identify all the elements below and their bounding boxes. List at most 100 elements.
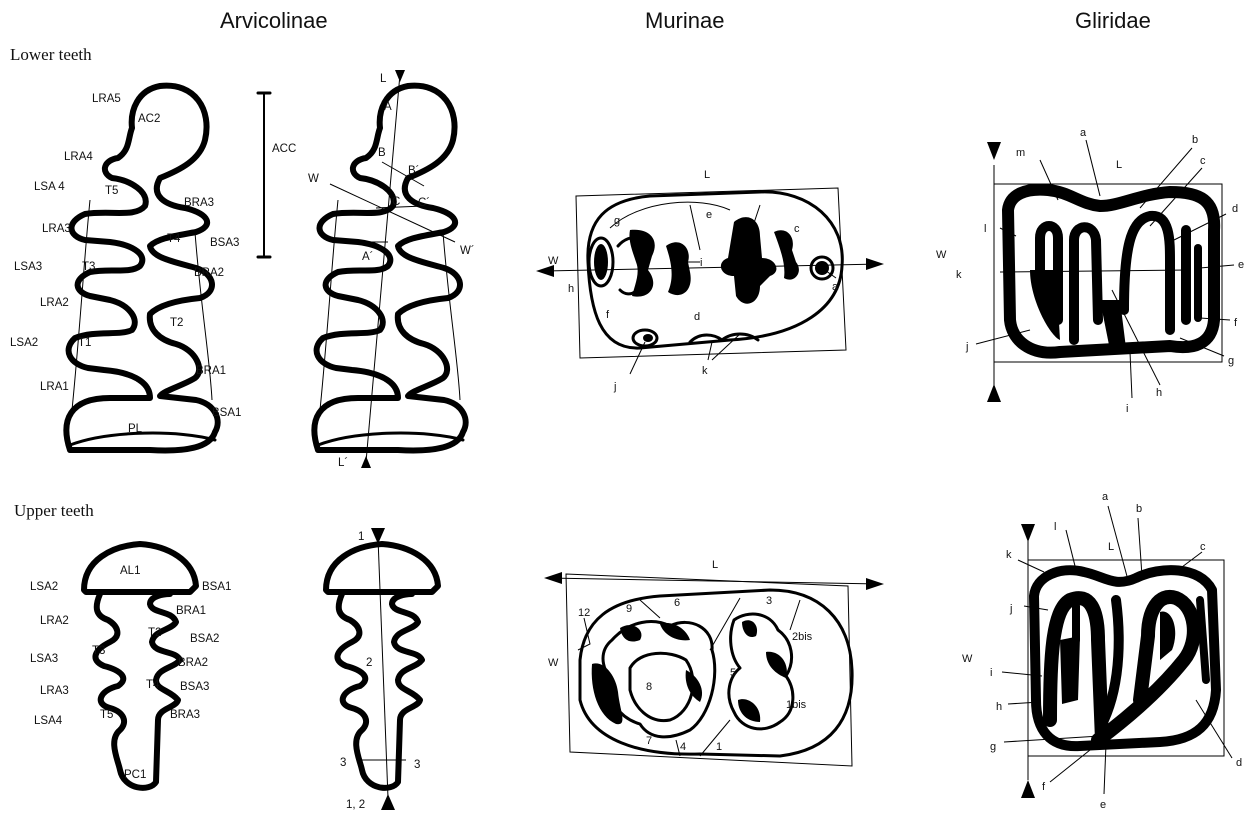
label-LRA5: LRA5	[92, 93, 121, 105]
label-12: 12	[578, 607, 590, 619]
label-BSA2: BSA2	[190, 633, 219, 645]
label-BRA2: BRA2	[194, 267, 224, 279]
label-BSA1: BSA1	[212, 407, 241, 419]
arvicolinae-lower-molar-labeled: LRA5 AC2 LRA4 LSA 4 T5 BRA3 LRA3 T4 BSA3…	[10, 86, 296, 451]
label-C-prime: C´	[418, 197, 430, 209]
label-k: k	[1006, 549, 1012, 561]
label-f: f	[606, 309, 610, 321]
label-W: W	[936, 249, 947, 261]
label-6: 6	[674, 597, 680, 609]
label-i: i	[1126, 403, 1128, 415]
label-1: 1	[358, 531, 364, 543]
header-arvicolinae: Arvicolinae	[220, 8, 328, 33]
arvicolinae-upper-molar-labeled: AL1 LSA2 BSA1 BRA1 LRA2 T2 BSA2 LSA3 T3 …	[30, 544, 231, 788]
row-title-upper-teeth: Upper teeth	[14, 501, 94, 520]
label-c: c	[794, 223, 800, 235]
label-T4: T4	[146, 679, 160, 691]
label-5: 5	[730, 667, 736, 679]
label-g: g	[614, 215, 620, 227]
arvicolinae-upper-molar-measured: 1 2 3 3 1, 2	[326, 528, 438, 811]
label-LSA3: LSA3	[30, 653, 58, 665]
label-BSA1: BSA1	[202, 581, 231, 593]
label-2bis: 2bis	[792, 631, 813, 643]
label-j: j	[1009, 603, 1012, 615]
label-C: C	[392, 196, 400, 208]
length-axis	[548, 578, 880, 584]
label-2: 2	[366, 657, 372, 669]
header-murinae: Murinae	[645, 8, 724, 33]
label-LRA1: LRA1	[40, 381, 69, 393]
enamel-loop-g	[629, 230, 654, 297]
label-d: d	[694, 311, 700, 323]
murinae-lower-molar: L W a c d e f g h i j k	[536, 169, 884, 393]
label-W: W	[308, 173, 319, 185]
label-LSA4: LSA4	[34, 715, 63, 727]
label-a: a	[1080, 127, 1087, 139]
label-AC2: AC2	[138, 113, 160, 125]
label-L: L	[1116, 159, 1122, 171]
label-BRA3: BRA3	[170, 709, 200, 721]
label-h: h	[568, 283, 574, 295]
label-4: 4	[680, 741, 686, 753]
label-L: L	[712, 559, 718, 571]
label-e: e	[706, 209, 712, 221]
label-9: 9	[626, 603, 632, 615]
label-LRA2: LRA2	[40, 297, 69, 309]
label-c: c	[1200, 541, 1206, 553]
label-T2: T2	[170, 317, 183, 329]
label-L: L	[704, 169, 710, 181]
label-3-left: 3	[340, 757, 346, 769]
label-k: k	[956, 269, 962, 281]
tooth-outline	[588, 192, 842, 348]
label-LRA3: LRA3	[40, 685, 69, 697]
murinae-upper-molar: L W 1 1bis 2bis 3 4 5 6 7 8 9 12	[544, 559, 884, 766]
label-i: i	[700, 257, 702, 269]
label-BRA1: BRA1	[196, 365, 226, 377]
label-l: l	[984, 223, 986, 235]
label-BSA3: BSA3	[180, 681, 209, 693]
label-m: m	[1016, 147, 1025, 159]
enamel-loop-c	[721, 217, 777, 304]
label-3-right: 3	[414, 759, 420, 771]
label-B: B	[378, 147, 386, 159]
label-LRA3: LRA3	[42, 223, 71, 235]
gliridae-upper-molar: a b c d e f g h i j k l L W	[962, 491, 1242, 811]
label-b: b	[1136, 503, 1142, 515]
label-d: d	[1236, 757, 1242, 769]
label-e: e	[1100, 799, 1106, 811]
label-T1: T1	[78, 337, 91, 349]
label-i: i	[990, 667, 992, 679]
label-A: A	[384, 101, 392, 113]
label-j: j	[613, 381, 616, 393]
enamel-cusp-h	[594, 244, 608, 280]
label-T3: T3	[92, 645, 105, 657]
label-L-prime: L´	[338, 457, 348, 469]
label-W: W	[548, 657, 559, 669]
label-T3: T3	[82, 261, 95, 273]
row-title-lower-teeth: Lower teeth	[10, 45, 92, 64]
label-h: h	[996, 701, 1002, 713]
label-e: e	[1238, 259, 1244, 271]
label-g: g	[1228, 355, 1234, 367]
tooth-outline	[95, 594, 180, 788]
label-L: L	[380, 73, 387, 85]
label-BRA2: BRA2	[178, 657, 208, 669]
label-L: L	[1108, 541, 1114, 553]
label-1: 1	[716, 741, 722, 753]
label-d: d	[1232, 203, 1238, 215]
tooth-outline	[314, 86, 465, 451]
label-B-prime: B´	[408, 165, 420, 177]
label-PC1: PC1	[124, 769, 146, 781]
label-j: j	[965, 341, 968, 353]
label-BSA3: BSA3	[210, 237, 239, 249]
label-f: f	[1234, 317, 1238, 329]
label-LRA2: LRA2	[40, 615, 69, 627]
label-c: c	[1200, 155, 1206, 167]
label-T2: T2	[148, 627, 161, 639]
label-7: 7	[646, 735, 652, 747]
label-1bis: 1bis	[786, 699, 807, 711]
label-PL: PL	[128, 423, 143, 435]
label-LSA3: LSA3	[14, 261, 42, 273]
label-l: l	[1054, 521, 1056, 533]
